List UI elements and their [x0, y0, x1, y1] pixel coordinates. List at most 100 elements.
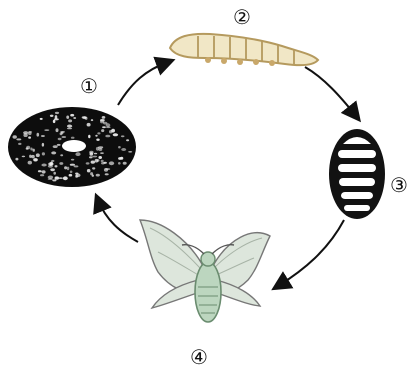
egg-speckle: [55, 176, 60, 179]
egg-speckle: [44, 129, 49, 131]
egg-speckle: [101, 129, 104, 132]
egg-speckle: [53, 172, 56, 175]
egg-speckle: [89, 156, 93, 158]
egg-speckle: [75, 152, 80, 156]
egg-speckle: [30, 148, 32, 151]
egg-speckle: [41, 135, 45, 137]
egg-speckle: [105, 173, 109, 175]
egg-speckle: [123, 162, 127, 165]
egg-speckle: [96, 139, 99, 141]
egg-speckle: [18, 143, 21, 145]
egg-speckle: [33, 158, 38, 161]
egg-cluster-icon: [8, 107, 136, 187]
egg-speckle: [22, 156, 25, 158]
egg-speckle: [102, 116, 106, 119]
egg-speckle: [113, 133, 118, 136]
egg-speckle: [102, 126, 106, 128]
egg-speckle: [63, 176, 68, 180]
egg-speckle: [86, 162, 90, 164]
egg-speckle: [121, 148, 126, 151]
egg-speckle: [118, 162, 121, 165]
stage-label-4: ④: [190, 345, 208, 369]
egg-speckle: [89, 151, 93, 154]
egg-speckle: [97, 132, 100, 134]
egg-speckle: [42, 170, 46, 173]
egg-speckle: [76, 174, 81, 178]
egg-speckle: [106, 123, 111, 127]
egg-speckle: [109, 161, 114, 165]
egg-speckle: [42, 143, 44, 147]
egg-speckle: [87, 123, 91, 127]
egg-speckle: [68, 119, 72, 122]
egg-speckle: [48, 176, 53, 179]
egg-speckle: [92, 156, 97, 158]
egg-speckle: [100, 119, 105, 122]
egg-speckle: [71, 137, 75, 139]
egg-speckle: [128, 151, 132, 153]
egg-speckle: [101, 160, 104, 162]
egg-speckle: [58, 138, 62, 140]
egg-speckle: [28, 136, 31, 138]
egg-speckle: [62, 136, 67, 138]
egg-speckle: [41, 164, 46, 167]
egg-speckle: [29, 155, 31, 158]
egg-speckle: [109, 130, 113, 133]
egg-speckle: [55, 165, 58, 167]
egg-speckle: [71, 159, 74, 161]
arrow-adult-to-eggs: [98, 200, 138, 242]
egg-speckle: [55, 115, 58, 119]
egg-speckle: [70, 164, 75, 166]
egg-speckle: [91, 161, 95, 164]
egg-speckle: [105, 135, 110, 138]
egg-speckle: [51, 151, 56, 154]
egg-speckle: [95, 135, 97, 137]
egg-speckle: [98, 146, 103, 148]
egg-speckle: [92, 167, 95, 169]
egg-speckle: [28, 131, 32, 135]
egg-speckle: [57, 144, 61, 146]
egg-speckle: [126, 139, 129, 141]
egg-speckle: [61, 132, 64, 134]
egg-speckle: [100, 152, 104, 154]
arrow-larva-to-pupa: [305, 67, 356, 116]
stage-label-1: ①: [80, 74, 98, 98]
egg-speckle: [101, 162, 105, 164]
egg-speckle: [121, 135, 125, 137]
egg-speckle: [70, 171, 73, 174]
egg-speckle: [67, 128, 72, 130]
egg-speckle: [37, 133, 40, 137]
egg-speckle: [64, 166, 67, 169]
egg-speckle: [28, 161, 32, 165]
egg-speckle: [56, 128, 59, 132]
stage-label-3: ③: [390, 173, 408, 197]
egg-speckle: [98, 156, 102, 159]
egg-speckle: [67, 167, 70, 171]
egg-speckle: [60, 154, 63, 156]
moth-icon: [140, 220, 270, 322]
egg-speckle: [50, 168, 55, 171]
egg-speckle: [53, 120, 56, 123]
egg-speckle: [88, 135, 90, 138]
arrow-eggs-to-larva: [118, 62, 168, 105]
egg-speckle: [85, 117, 88, 120]
egg-speckle: [55, 112, 59, 114]
egg-speckle: [48, 162, 53, 165]
egg-speckle: [118, 146, 121, 148]
egg-speckle: [66, 116, 69, 119]
egg-speckle: [59, 162, 63, 165]
egg-speckle: [51, 160, 54, 162]
egg-speckle: [120, 157, 123, 160]
egg-speckle: [31, 155, 35, 158]
egg-speckle: [53, 145, 58, 148]
egg-speckle: [95, 159, 99, 163]
egg-speckle: [74, 165, 79, 167]
egg-speckle: [38, 170, 42, 172]
egg-speckle: [69, 174, 73, 177]
cocoon-pupa-icon: [329, 129, 385, 219]
egg-speckle: [16, 138, 21, 140]
egg-speckle: [91, 119, 93, 121]
egg-speckle: [96, 174, 100, 177]
egg-speckle: [33, 149, 35, 152]
egg-speckle: [50, 115, 54, 117]
